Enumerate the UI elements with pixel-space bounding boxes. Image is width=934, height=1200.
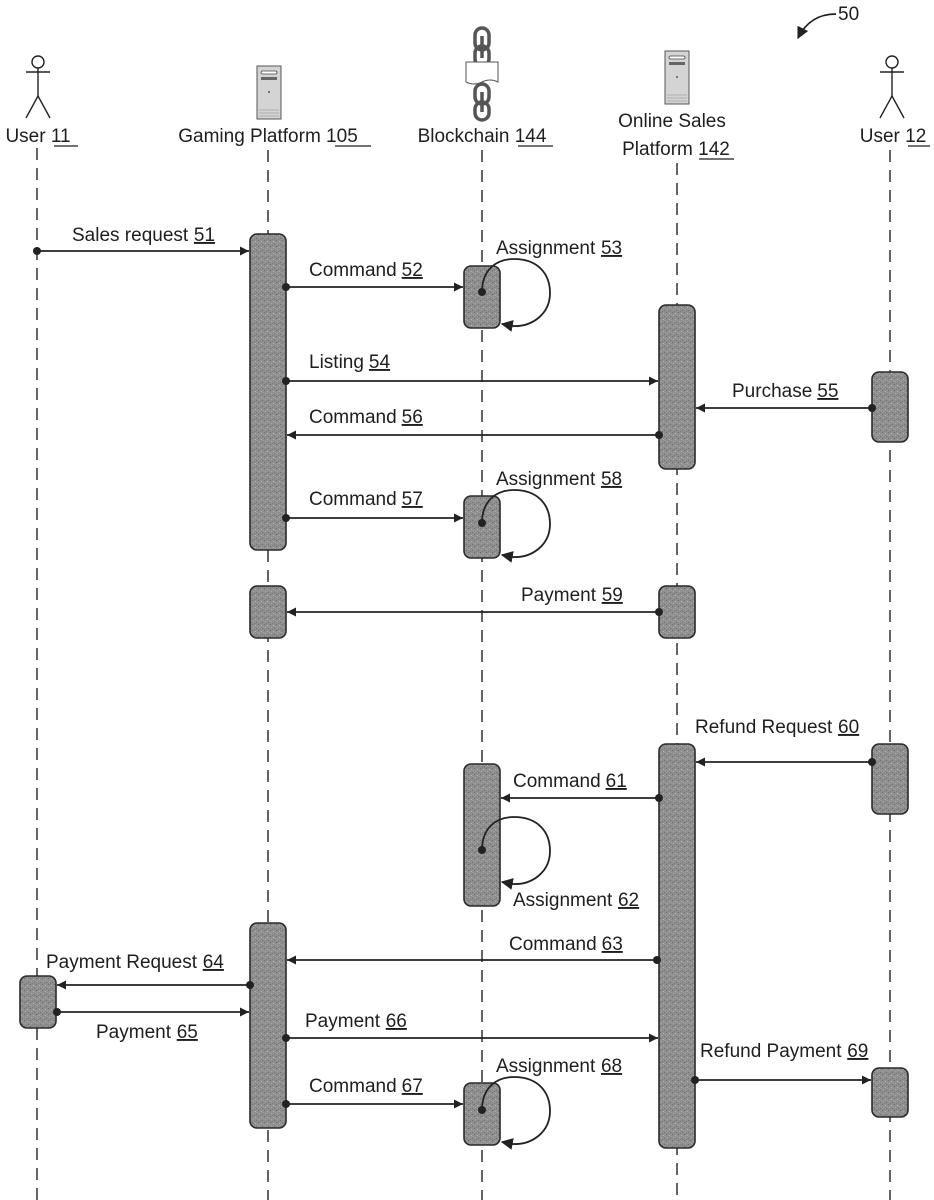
svg-text:Command: Command	[509, 934, 597, 955]
svg-text:Sales request: Sales request	[72, 225, 189, 246]
activation-bar	[464, 266, 500, 328]
svg-text:Purchase: Purchase	[732, 381, 812, 402]
reference-arrow-icon	[798, 14, 836, 38]
activation-bar	[659, 586, 695, 638]
svg-text:57: 57	[402, 489, 423, 510]
svg-text:Payment: Payment	[521, 585, 597, 606]
activation-bar	[659, 744, 695, 1148]
svg-text:58: 58	[601, 469, 622, 490]
svg-text:User 11: User 11	[5, 126, 70, 147]
activation-bar	[464, 764, 500, 906]
svg-text:65: 65	[177, 1022, 198, 1043]
svg-text:68: 68	[601, 1056, 622, 1077]
activation-bar	[250, 923, 286, 1128]
svg-text:Listing: Listing	[309, 352, 364, 373]
activation-bar	[20, 976, 56, 1028]
actor-icon	[26, 56, 50, 118]
actor-icon	[880, 56, 904, 118]
message-69: Refund Payment 69	[691, 1041, 871, 1084]
activation-bar	[659, 305, 695, 469]
participant-label-online-sales-platform-142: Online Sales Platform 142	[618, 111, 734, 160]
svg-text:Gaming Platform 105: Gaming Platform 105	[178, 126, 358, 147]
svg-text:Command: Command	[309, 260, 397, 281]
activation-bar	[872, 372, 908, 442]
svg-text:60: 60	[838, 717, 859, 738]
svg-text:Assignment: Assignment	[496, 1056, 596, 1077]
svg-text:67: 67	[402, 1076, 423, 1097]
participant-label-blockchain-144: Blockchain 144	[418, 126, 553, 147]
svg-text:63: 63	[602, 934, 623, 955]
activation-bar	[872, 744, 908, 814]
message-56: Command 56	[287, 407, 663, 439]
svg-text:Payment: Payment	[96, 1022, 172, 1043]
svg-text:53: 53	[601, 238, 622, 259]
svg-text:62: 62	[618, 890, 639, 911]
svg-text:52: 52	[402, 260, 423, 281]
message-64: Payment Request 64	[46, 952, 254, 989]
svg-text:64: 64	[203, 952, 225, 973]
message-65: Payment 65	[53, 1008, 249, 1043]
activation-bar	[250, 234, 286, 550]
activation-bar	[250, 586, 286, 638]
svg-text:Blockchain 144: Blockchain 144	[418, 126, 547, 147]
svg-text:51: 51	[194, 225, 215, 246]
message-55: Purchase 55	[696, 381, 876, 412]
svg-text:59: 59	[602, 585, 623, 606]
message-67: Command 67	[282, 1076, 463, 1108]
activation-bar	[872, 1068, 908, 1117]
svg-text:Command: Command	[309, 1076, 397, 1097]
message-54: Listing 54	[282, 352, 658, 385]
svg-text:Command: Command	[309, 407, 397, 428]
message-60: Refund Request 60	[695, 717, 876, 766]
svg-text:Platform 142: Platform 142	[622, 139, 730, 160]
participant-label-gaming-platform-105: Gaming Platform 105	[178, 126, 371, 147]
svg-text:Assignment: Assignment	[496, 469, 596, 490]
svg-text:Assignment: Assignment	[496, 238, 596, 259]
svg-text:Payment Request: Payment Request	[46, 952, 198, 973]
svg-text:User 12: User 12	[860, 126, 927, 147]
svg-text:Payment: Payment	[305, 1011, 381, 1032]
message-57: Command 57	[282, 489, 463, 522]
svg-text:Refund Payment: Refund Payment	[700, 1041, 842, 1062]
participant-label-user-12: User 12	[860, 126, 930, 147]
message-62-self-loop: Assignment 62	[478, 817, 639, 911]
figure-reference: 50	[798, 4, 859, 38]
svg-text:56: 56	[402, 407, 423, 428]
svg-text:54: 54	[369, 352, 391, 373]
svg-text:69: 69	[847, 1041, 868, 1062]
svg-text:Command: Command	[513, 771, 601, 792]
svg-text:Command: Command	[309, 489, 397, 510]
figure-number: 50	[838, 4, 859, 25]
chain-link-icon	[466, 28, 498, 120]
svg-text:Assignment: Assignment	[513, 890, 613, 911]
participant-label-user-11: User 11	[5, 126, 78, 147]
message-61: Command 61	[501, 771, 663, 802]
svg-text:66: 66	[386, 1011, 407, 1032]
message-59: Payment 59	[287, 585, 663, 616]
server-tower-icon	[257, 66, 281, 119]
message-66: Payment 66	[282, 1011, 658, 1042]
svg-text:55: 55	[817, 381, 838, 402]
server-tower-icon	[665, 51, 689, 104]
svg-text:Refund Request: Refund Request	[695, 717, 833, 738]
svg-text:Online Sales: Online Sales	[618, 111, 726, 132]
message-63: Command 63	[287, 934, 661, 964]
svg-text:61: 61	[606, 771, 627, 792]
message-51: Sales request 51	[33, 225, 249, 255]
message-52: Command 52	[282, 260, 463, 291]
